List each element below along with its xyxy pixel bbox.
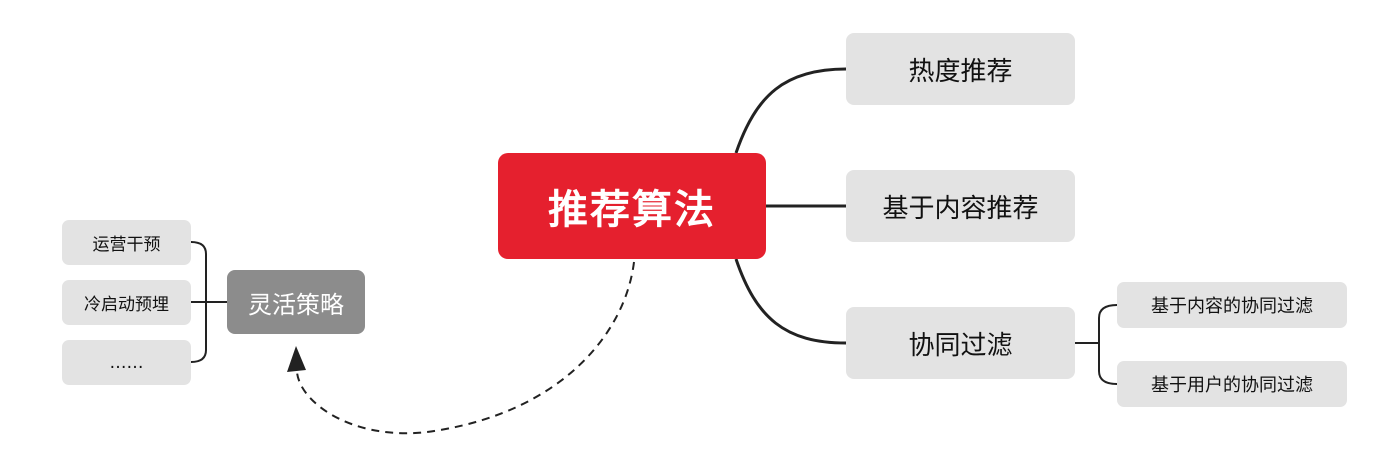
central-topic: 推荐算法 [498, 153, 766, 259]
branch-collaborative-filtering: 协同过滤 [846, 307, 1075, 379]
sub-operation-intervention: 运营干预 [62, 220, 191, 265]
sub-content-cf: 基于内容的协同过滤 [1117, 282, 1347, 328]
branch-hot-recommend: 热度推荐 [846, 33, 1075, 105]
sub-ellipsis: …… [62, 340, 191, 385]
arrow-head [287, 346, 306, 372]
sub-user-cf: 基于用户的协同过滤 [1117, 361, 1347, 407]
bracket-cf [1075, 304, 1118, 385]
branch-content-recommend: 基于内容推荐 [846, 170, 1075, 242]
sub-cold-start: 冷启动预埋 [62, 280, 191, 325]
branch-flexible-strategy: 灵活策略 [227, 270, 365, 334]
connector-cf [734, 258, 847, 345]
connector-hot [734, 67, 847, 154]
bracket-strategy [190, 241, 227, 363]
